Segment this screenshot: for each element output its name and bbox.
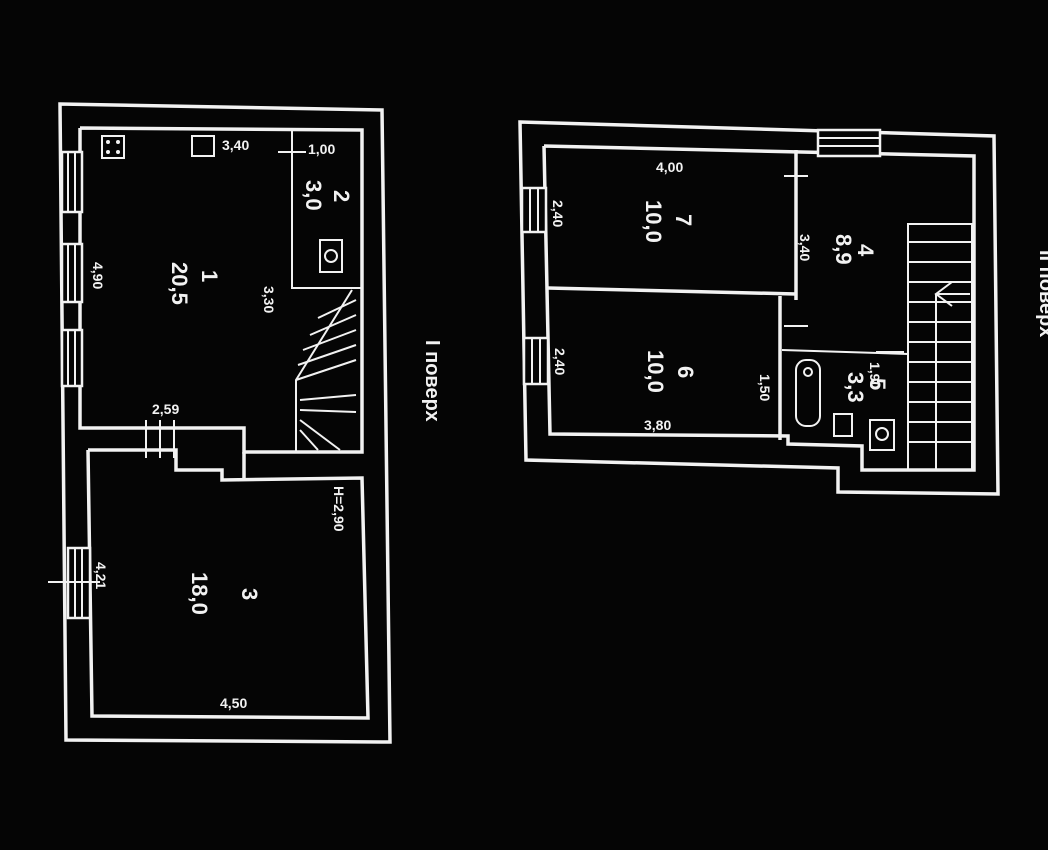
room-1-number: 1 <box>197 270 222 282</box>
dim-3-40: 3,40 <box>222 137 249 153</box>
bathtub-icon <box>795 359 821 427</box>
floor-2-caption: II поверх <box>1035 250 1048 337</box>
floor-2-top-window <box>816 128 882 158</box>
room-7-number: 7 <box>671 214 696 226</box>
room-2-area: 3,0 <box>301 180 326 211</box>
room-7-area: 10,0 <box>641 200 666 243</box>
dim-2-40-b: 2,40 <box>552 348 568 375</box>
door-1-3 <box>145 420 175 458</box>
dim-4-50: 4,50 <box>220 695 247 711</box>
sink-icon <box>191 135 215 157</box>
room-4-number: 4 <box>853 244 878 257</box>
dim-4-21: 4,21 <box>93 562 109 589</box>
dim-1-50: 1,50 <box>757 374 773 401</box>
room-1-area: 20,5 <box>167 262 192 305</box>
stove-icon <box>101 135 125 159</box>
room-3-number: 3 <box>237 588 262 600</box>
washbasin-icon <box>833 413 853 437</box>
dim-1-90: 1,90 <box>867 362 883 389</box>
room-3-area: 18,0 <box>187 572 212 615</box>
toilet-icon <box>319 239 343 273</box>
floor-2-inner-wall <box>542 144 976 472</box>
room-6-number: 6 <box>673 366 698 378</box>
wall-room-7-6 <box>547 286 797 296</box>
dim-4-90: 4,90 <box>90 262 106 289</box>
room-6-area: 10,0 <box>643 350 668 393</box>
dim-2-40-a: 2,40 <box>550 200 566 227</box>
room-2-partition <box>291 130 362 289</box>
room-2-number: 2 <box>329 190 354 202</box>
dim-3-40-f2: 3,40 <box>797 234 813 261</box>
dim-4-00: 4,00 <box>656 159 683 175</box>
ceiling-height-note: H=2,90 <box>331 486 347 532</box>
room-1-inner-wall <box>78 126 364 454</box>
floor-1-caption: I поверх <box>421 340 443 422</box>
room-5-number: 5 <box>865 378 890 390</box>
floor-1-plan: 3,40 1,00 4,90 3,30 2,59 4,21 4,50 H=2,9… <box>48 102 443 744</box>
floor-1-staircase <box>295 289 360 453</box>
floor-2-plan: 4,00 2,40 2,40 3,40 1,50 3,80 1,90 7 10,… <box>518 120 1048 496</box>
room-3-inner-wall <box>86 448 370 720</box>
floor-1-windows <box>48 150 100 620</box>
floor-2-left-windows <box>520 186 550 386</box>
dim-3-30: 3,30 <box>261 286 277 313</box>
dim-2-59: 2,59 <box>152 401 179 417</box>
dim-3-80: 3,80 <box>644 417 671 433</box>
dim-1-00: 1,00 <box>308 141 335 157</box>
floor-2-outer-wall <box>518 120 1000 496</box>
room-4-area: 8,9 <box>831 234 856 265</box>
floor-1-outer-wall <box>58 102 392 744</box>
room-5-area: 3,3 <box>843 372 868 403</box>
toilet-icon-2 <box>869 419 895 451</box>
floor-2-staircase <box>907 223 973 471</box>
